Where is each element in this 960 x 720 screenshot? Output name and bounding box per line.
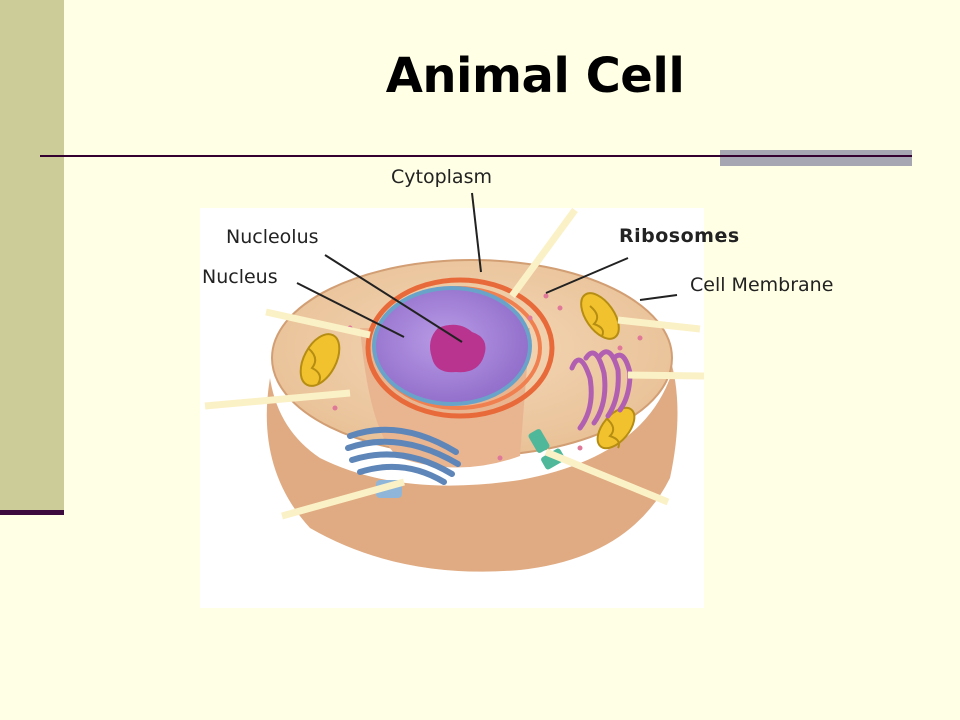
- label-nucleolus: Nucleolus: [226, 226, 319, 248]
- accent-bar: [720, 150, 912, 166]
- cell-illustration: [266, 259, 678, 572]
- sidebar-foot-line: [0, 510, 64, 515]
- slide-title: Animal Cell: [385, 48, 685, 104]
- mitochondrion-left: [299, 333, 341, 387]
- cell-membrane-side: [266, 358, 678, 572]
- cytoplasm-leader: [471, 192, 482, 273]
- title-rule: [40, 155, 912, 157]
- nucleus-leader: [296, 282, 405, 338]
- mitochondrion-upper-right: [580, 292, 620, 340]
- ribosome-dots: [332, 293, 643, 461]
- pointer-bar: [204, 389, 351, 410]
- golgi-purple: [569, 349, 633, 431]
- cell-membrane-leader: [639, 294, 678, 301]
- pointer-bar: [265, 308, 371, 339]
- ribosomes-leader: [545, 257, 629, 294]
- label-nucleus: Nucleus: [202, 266, 278, 288]
- pointer-bar: [509, 207, 578, 299]
- label-ribosomes: Ribosomes: [619, 225, 740, 247]
- pointer-bar: [544, 448, 670, 506]
- golgi-blue: [345, 426, 461, 485]
- cell-diagram: [200, 208, 704, 608]
- nucleolus-shape: [430, 324, 486, 373]
- sidebar-band: [0, 0, 64, 510]
- nucleolus-leader: [324, 254, 463, 343]
- pointer-bar: [627, 371, 705, 380]
- pointer-bar: [617, 316, 701, 333]
- label-cell-membrane: Cell Membrane: [690, 274, 834, 296]
- pointer-bar: [281, 478, 405, 520]
- label-cytoplasm: Cytoplasm: [391, 166, 492, 188]
- mitochondrion-lower-right: [596, 406, 636, 450]
- er-ring-outer: [365, 277, 555, 419]
